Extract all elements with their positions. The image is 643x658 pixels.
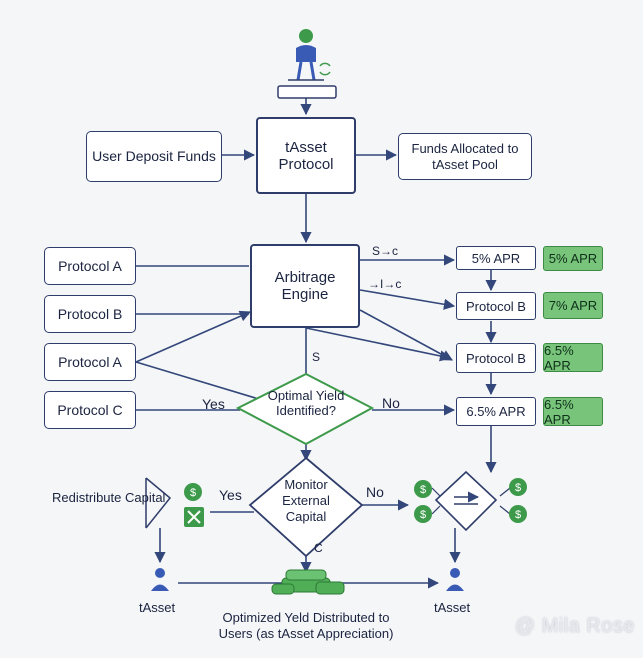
protocol-left-3-label: Protocol A: [58, 353, 122, 370]
tasset-left-label: tAsset: [139, 600, 176, 615]
protocol-left-4-box: Protocol C: [44, 391, 136, 429]
funds-allocated-box: Funds Allocated to tAsset Pool: [398, 133, 532, 180]
funds-allocated-label: Funds Allocated to tAsset Pool: [411, 140, 519, 172]
user-deposit-box: User Deposit Funds: [86, 131, 222, 182]
dollar-coin-icon: $ $ $ $: [414, 478, 527, 523]
dollar-coin-icon: $: [184, 483, 202, 501]
tasset-right-label: tAsset: [434, 600, 471, 615]
box-icon: [184, 507, 204, 527]
decision-monitor-shape: [248, 456, 364, 558]
user-deposit-label: User Deposit Funds: [92, 148, 216, 164]
svg-text:$: $: [420, 509, 426, 521]
connectors: [135, 98, 497, 589]
watermark: @ Mila Rose: [514, 615, 635, 637]
decision-monitor-label: Monitor External Capital: [282, 477, 330, 524]
right-box-2-label: Protocol B: [466, 298, 526, 314]
svg-text:$: $: [190, 487, 196, 499]
apr-badge-2-label: 7% APR: [548, 298, 598, 313]
arbitrage-engine-box: Arbitrage Engine: [250, 244, 360, 328]
edge-label-yes-1: Yes: [202, 396, 225, 412]
protocol-left-1-label: Protocol A: [58, 257, 122, 274]
protocol-left-3-box: Protocol A: [44, 343, 136, 381]
protocol-left-1-box: Protocol A: [44, 247, 136, 285]
edge-label-dollar-s: S: [312, 350, 321, 364]
user-icon: [277, 29, 337, 99]
line-protocol-a-to-decision: [135, 361, 263, 401]
redistribute-shape: [145, 477, 172, 529]
apr-badge-3-label: 6.5% APR: [544, 342, 574, 373]
user-icon: [446, 568, 464, 591]
arrow-protocol-a-to-engine: [135, 310, 252, 363]
optimized-label: Optimized Yeld Distributed to Users (as …: [218, 610, 394, 641]
right-box-2: Protocol B: [456, 292, 536, 320]
edge-label-c: C: [314, 541, 323, 555]
right-box-1-label: 5% APR: [471, 250, 521, 266]
apr-badge-3: 6.5% APR: [543, 342, 603, 373]
protocol-left-2-label: Protocol B: [57, 305, 123, 322]
right-box-4: 6.5% APR: [456, 397, 536, 426]
apr-badge-4: 6.5% APR: [543, 396, 603, 427]
edge-label-yes-2: Yes: [219, 487, 242, 503]
apr-badge-1: 5% APR: [543, 246, 603, 271]
swap-arrows-icon: [319, 62, 331, 76]
svg-text:$: $: [420, 484, 426, 496]
protocol-left-4-label: Protocol C: [57, 401, 123, 418]
coin-stack-icon: [271, 569, 345, 595]
right-box-4-label: 6.5% APR: [466, 404, 526, 419]
edge-label-no-2: No: [366, 484, 384, 500]
right-box-3-label: Protocol B: [466, 350, 526, 366]
scale-icon: [431, 470, 511, 532]
decision-optimal-label: Optimal Yield Identified?: [267, 388, 345, 418]
svg-text:$: $: [515, 482, 521, 494]
arrow-engine-to-right2: [359, 289, 456, 310]
apr-badge-4-label: 6.5% APR: [544, 396, 574, 427]
redistribute-label: Redistribute Capital: [52, 490, 166, 505]
edge-label-s-to-c: S→c: [372, 244, 399, 258]
right-box-3: Protocol B: [456, 343, 536, 373]
edge-label-no-1: No: [382, 395, 400, 411]
protocol-left-2-box: Protocol B: [44, 295, 136, 333]
arrow-engine-to-right3: [359, 309, 453, 361]
tasset-protocol-box: tAsset Protocol: [256, 117, 356, 194]
svg-text:$: $: [515, 509, 521, 521]
decision-optimal-shape: [235, 372, 375, 446]
arrow-engine-to-right3b: [305, 327, 452, 362]
apr-badge-1-label: 5% APR: [548, 251, 598, 266]
apr-badge-2: 7% APR: [543, 292, 603, 319]
tasset-protocol-label: tAsset Protocol: [278, 138, 334, 173]
right-box-1: 5% APR: [456, 246, 536, 270]
arbitrage-engine-label: Arbitrage Engine: [274, 269, 336, 303]
user-icon: [151, 568, 169, 591]
edge-label-i-to-c: →I→c: [368, 277, 402, 291]
